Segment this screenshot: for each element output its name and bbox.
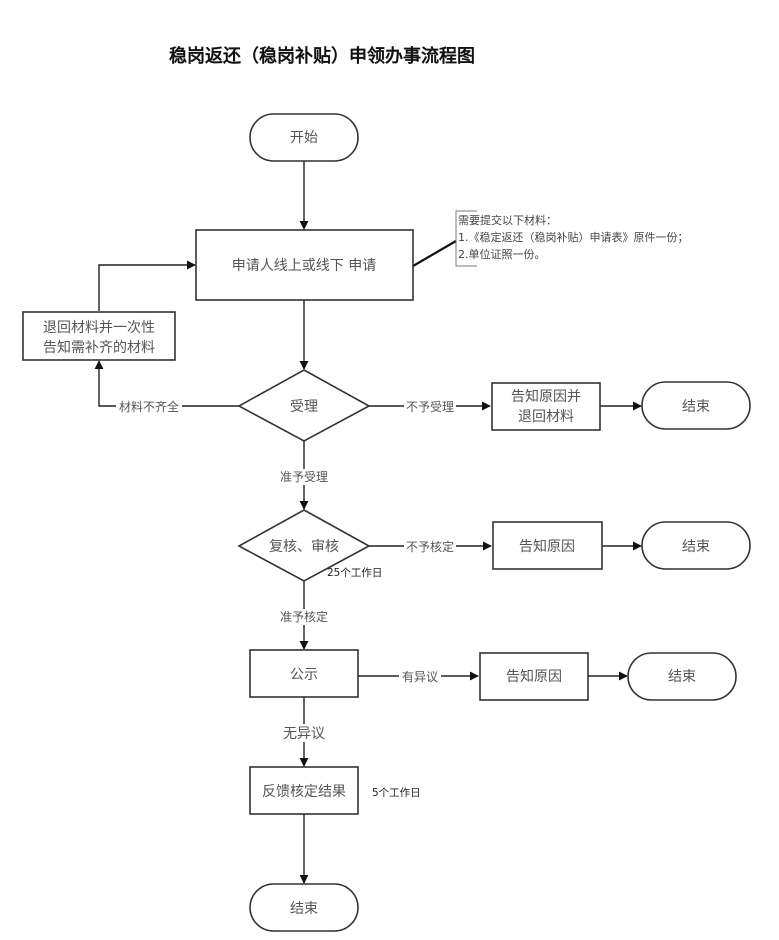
node-return-materials-line1: 退回材料并一次性	[43, 320, 155, 336]
node-end-1: 结束	[641, 381, 751, 430]
edge-label-accepted: 准予受理	[280, 470, 328, 484]
node-end-3: 结束	[627, 652, 737, 701]
node-review: 复核、审核	[237, 509, 371, 582]
node-reject-reason-return-line2: 退回材料	[518, 409, 574, 425]
edge-label-approved: 准予核定	[280, 609, 328, 624]
node-apply-label: 申请人线上或线下 申请	[232, 258, 376, 274]
node-end-3-label: 结束	[668, 669, 696, 685]
node-end-2-label: 结束	[682, 539, 710, 555]
edge-label-no-objection: 无异议	[283, 726, 325, 742]
node-reject-reason-3: 告知原因	[479, 652, 589, 701]
node-reject-reason-return: 告知原因并 退回材料	[491, 382, 601, 431]
edge-label-not-accepted: 不予受理	[406, 400, 454, 414]
node-start-label: 开始	[290, 130, 318, 146]
duration-feedback: 5个工作日	[372, 787, 421, 799]
node-end-2: 结束	[641, 521, 751, 570]
node-apply: 申请人线上或线下 申请	[195, 229, 414, 301]
node-feedback: 反馈核定结果	[249, 766, 359, 815]
edge-return-to-apply	[98, 260, 196, 311]
node-feedback-label: 反馈核定结果	[262, 784, 346, 800]
node-reject-reason-return-line1: 告知原因并	[511, 388, 581, 405]
note-bracket	[455, 210, 477, 267]
node-end-final: 结束	[249, 883, 359, 932]
node-return-materials-line2: 告知需补齐的材料	[43, 339, 155, 356]
node-reject-reason-3-label: 告知原因	[506, 668, 562, 685]
page-title: 稳岗返还（稳岗补贴）申领办事流程图	[169, 45, 475, 67]
note-line-3: 2.单位证照一份。	[458, 247, 546, 261]
node-review-label: 复核、审核	[269, 538, 339, 555]
node-return-materials: 退回材料并一次性 告知需补齐的材料	[22, 311, 176, 361]
edge-label-incomplete: 材料不齐全	[119, 399, 179, 414]
node-reject-reason-2: 告知原因	[492, 521, 603, 570]
node-accept: 受理	[237, 369, 371, 442]
note-line-1: 需要提交以下材料：	[458, 213, 557, 227]
node-end-final-label: 结束	[290, 901, 318, 917]
node-publicity-label: 公示	[290, 667, 318, 683]
edge-label-not-approved: 不予核定	[406, 539, 454, 554]
note-line-2: 1.《稳定返还（稳岗补贴）申请表》原件一份；	[458, 230, 689, 244]
duration-review: 25个工作日	[327, 567, 382, 579]
node-accept-label: 受理	[290, 399, 318, 415]
node-start: 开始	[249, 113, 359, 162]
edge-label-has-objection: 有异议	[402, 670, 438, 684]
node-end-1-label: 结束	[682, 399, 710, 415]
node-reject-reason-2-label: 告知原因	[519, 538, 575, 555]
note-connector	[412, 240, 457, 267]
edge-accept-to-return	[94, 360, 239, 407]
node-publicity: 公示	[249, 649, 359, 698]
materials-note: 需要提交以下材料： 1.《稳定返还（稳岗补贴）申请表》原件一份； 2.单位证照一…	[458, 213, 689, 261]
